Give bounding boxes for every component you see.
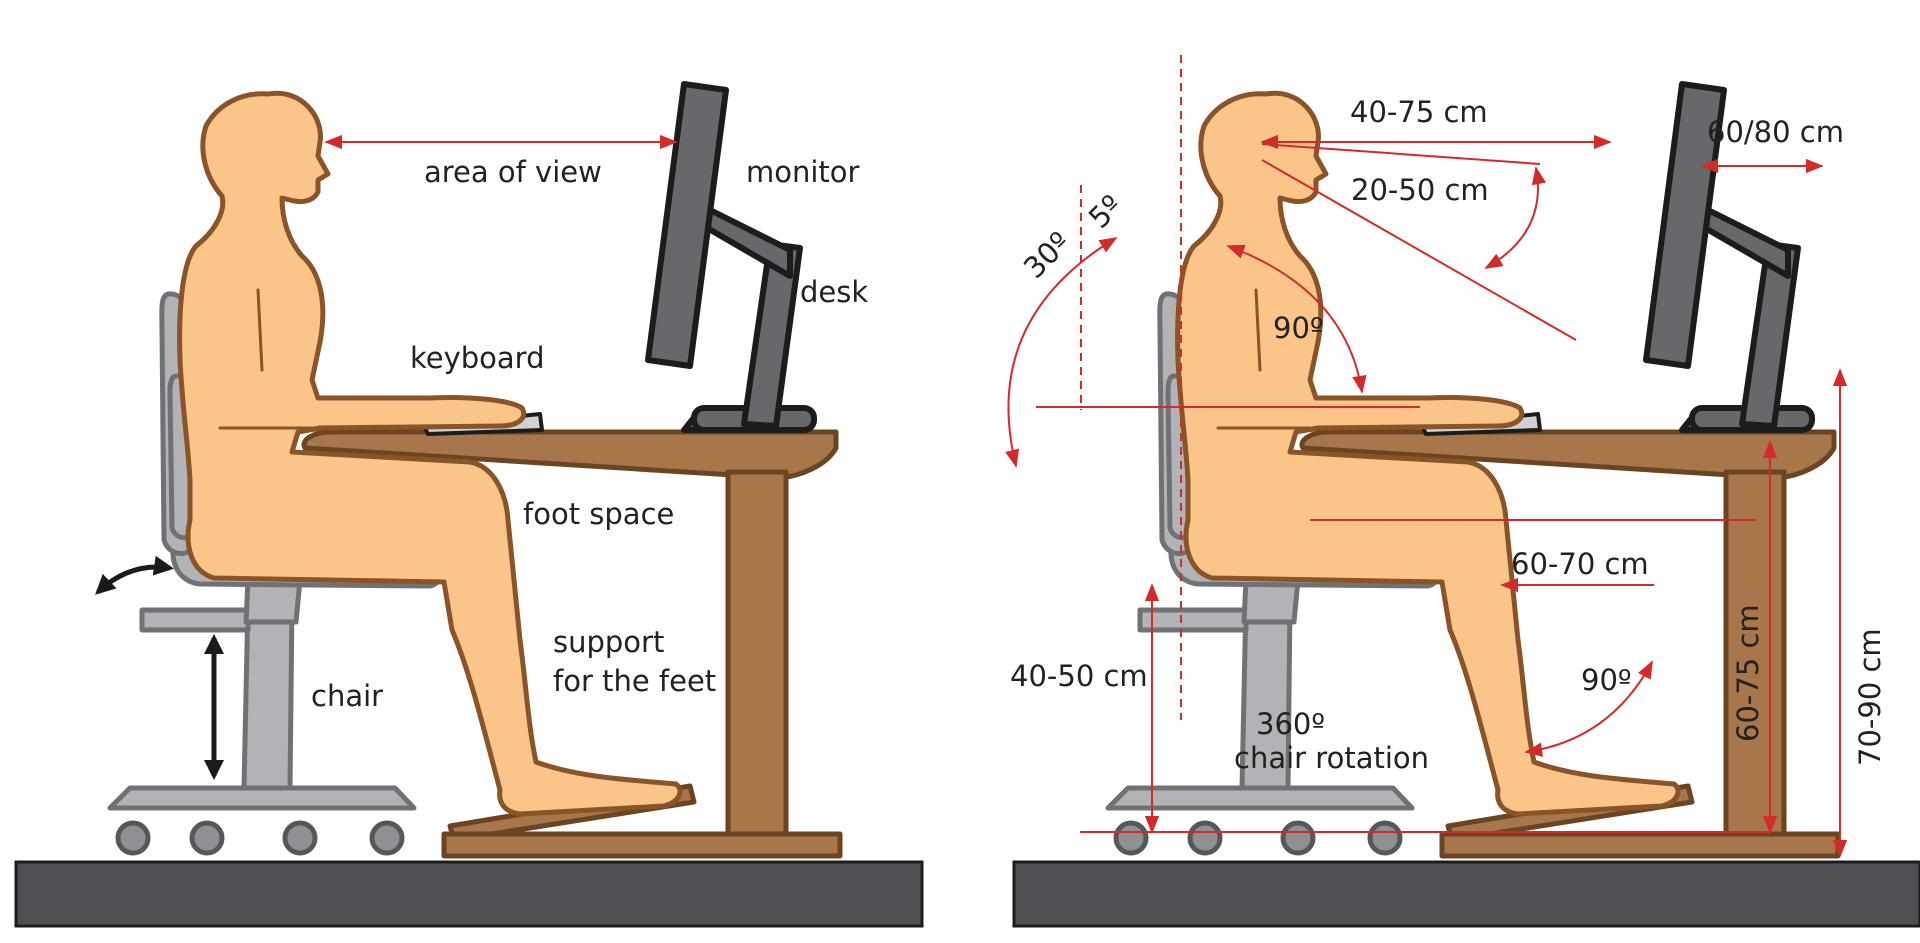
label-head-tilt: 30º: [1017, 225, 1077, 285]
arm-angle-arc: [1226, 244, 1367, 394]
label-monitor: monitor: [746, 155, 860, 189]
label-total-height: 70-90 cm: [1853, 628, 1887, 766]
label-chair-rotation: chair rotation: [1234, 741, 1429, 775]
label-support: support: [553, 625, 664, 659]
label-foot-space: foot space: [523, 497, 674, 531]
label-screen-angle: 5º: [1082, 188, 1129, 235]
label-for-the-feet: for the feet: [553, 664, 716, 698]
label-eye-distance: 40-75 cm: [1350, 95, 1488, 129]
right-workstation: [1014, 84, 1920, 926]
label-knee-clearance: 60-70 cm: [1511, 547, 1649, 581]
left-panel: area of view monitor desk keyboard foot …: [16, 84, 922, 926]
eye-screen-line: [1261, 143, 1541, 165]
right-panel: 40-75 cm 20-50 cm 60/80 cm 30º 5º 90º 60…: [1005, 55, 1920, 926]
label-seat-height: 40-50 cm: [1010, 659, 1148, 693]
left-workstation: [16, 84, 922, 926]
eye-screen-bottom-line: [1261, 159, 1577, 341]
label-chair: chair: [311, 679, 383, 713]
label-rotation-degrees: 360º: [1256, 707, 1325, 741]
label-monitor-offset: 60/80 cm: [1707, 115, 1844, 149]
knee-angle-arc: [1524, 660, 1653, 757]
label-desk-height: 60-75 cm: [1731, 604, 1765, 742]
label-arm-angle: 90º: [1273, 311, 1324, 345]
label-knee-angle: 90º: [1581, 663, 1632, 697]
chair-swivel-arrow: [95, 555, 174, 595]
label-keyboard: keyboard: [410, 341, 545, 375]
label-screen-top: 20-50 cm: [1351, 173, 1489, 207]
head-tilt-arc: [1005, 237, 1118, 468]
label-area-of-view: area of view: [424, 155, 602, 189]
screen-angle-arc: [1484, 166, 1547, 269]
label-desk: desk: [800, 275, 868, 309]
